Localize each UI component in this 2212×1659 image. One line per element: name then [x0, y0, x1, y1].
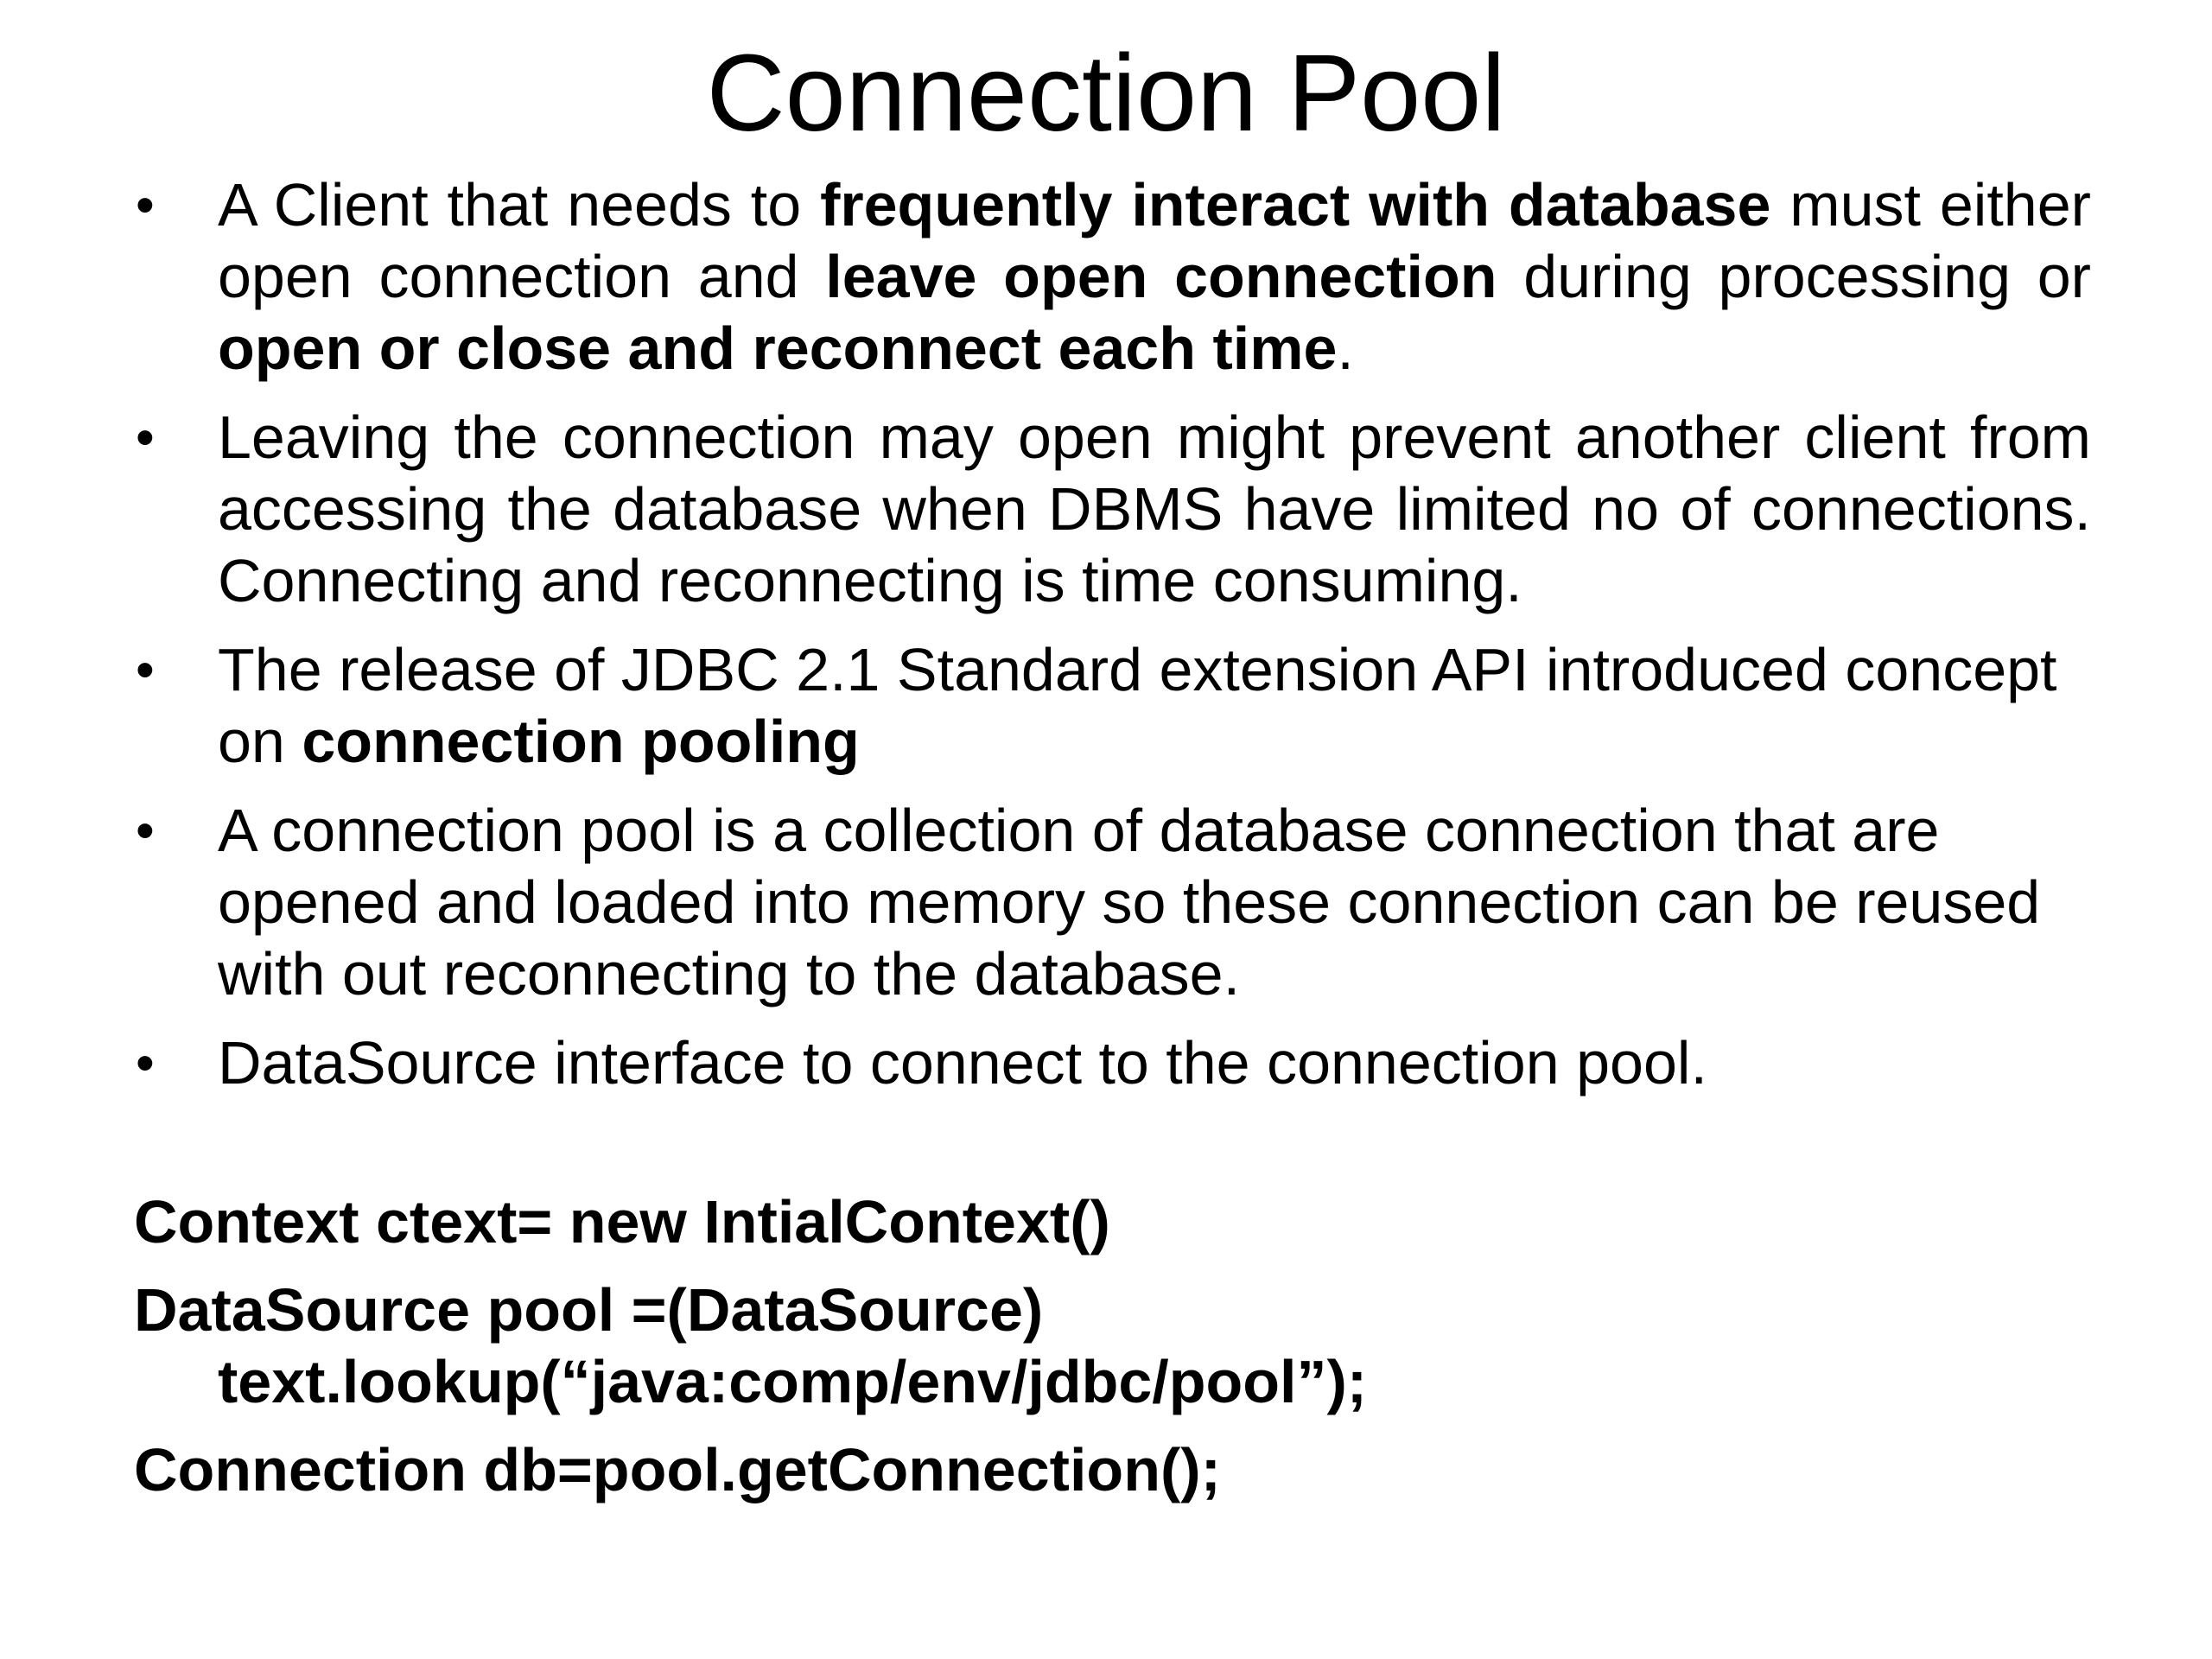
- bullet-text-segment: The release of JDBC 2.1 Standard extensi…: [218, 636, 2057, 775]
- bullet-text-segment: A Client that needs to: [218, 171, 821, 238]
- slide-title: Connection Pool: [706, 32, 1506, 154]
- bullet-text-segment: A connection pool is a collection of dat…: [218, 797, 2041, 1007]
- bullet-text-segment: DataSource interface to connect to the c…: [218, 1029, 1707, 1096]
- code-line-connection: Connection db=pool.getConnection();: [134, 1436, 1221, 1503]
- bullet-text-bold: frequently interact with database: [820, 171, 1771, 238]
- bullet-text-bold: leave open connection: [825, 243, 1497, 310]
- bullet-text-segment: must either open connection and: [218, 171, 2091, 310]
- code-line-datasource-part1: DataSource pool =(DataSource): [134, 1276, 1044, 1344]
- bullet-text-segment: .: [1337, 315, 1354, 382]
- bullet-item: • A connection pool is a collection of d…: [134, 795, 2091, 1010]
- bullet-icon: •: [136, 175, 155, 235]
- bullet-item: • DataSource interface to connect to the…: [134, 1027, 2091, 1099]
- code-line-datasource: DataSource pool =(DataSource) text.looku…: [134, 1274, 2091, 1418]
- code-line-context: Context ctext= new IntialContext(): [134, 1188, 1110, 1255]
- bullet-text-segment: Leaving the connection may open might pr…: [218, 404, 2091, 614]
- bullet-list: • A Client that needs to frequently inte…: [134, 169, 2091, 1116]
- bullet-text-bold: open or close and reconnect each time: [218, 315, 1338, 382]
- bullet-icon: •: [136, 801, 155, 861]
- bullet-text-segment: during processing or: [1497, 243, 2091, 310]
- bullet-icon: •: [136, 408, 155, 467]
- bullet-item: • A Client that needs to frequently inte…: [134, 169, 2091, 385]
- bullet-text-bold: connection pooling: [302, 708, 860, 775]
- bullet-icon: •: [136, 640, 155, 700]
- code-line-datasource-part2: text.lookup(“java:comp/env/jdbc/pool”);: [218, 1348, 1368, 1415]
- bullet-item: • The release of JDBC 2.1 Standard exten…: [134, 634, 2091, 778]
- bullet-icon: •: [136, 1033, 155, 1093]
- bullet-item: • Leaving the connection may open might …: [134, 402, 2091, 617]
